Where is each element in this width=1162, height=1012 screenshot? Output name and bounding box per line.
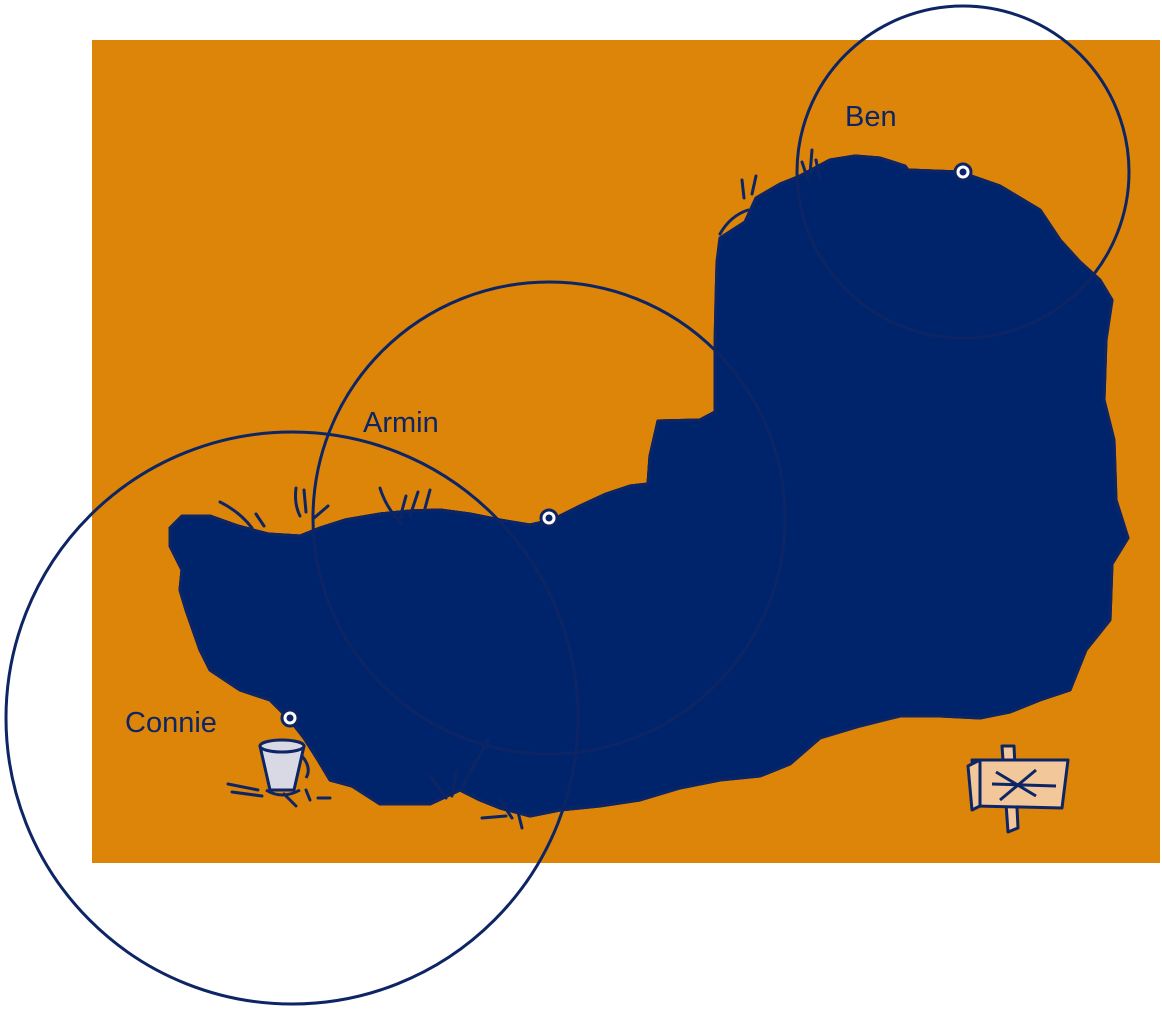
ben-label: Ben — [845, 101, 897, 133]
armin-label: Armin — [363, 407, 439, 439]
armin-range-circle — [311, 280, 787, 756]
connie-label: Connie — [125, 707, 217, 739]
bucket-icon — [258, 738, 310, 797]
signpost-icon — [966, 744, 1070, 834]
connie-marker — [280, 708, 300, 728]
armin-marker — [539, 508, 559, 528]
ben-marker — [953, 162, 973, 182]
connie-range-circle — [4, 430, 580, 1006]
ben-range-circle — [795, 4, 1131, 340]
grass-tuft-icon — [218, 148, 822, 830]
